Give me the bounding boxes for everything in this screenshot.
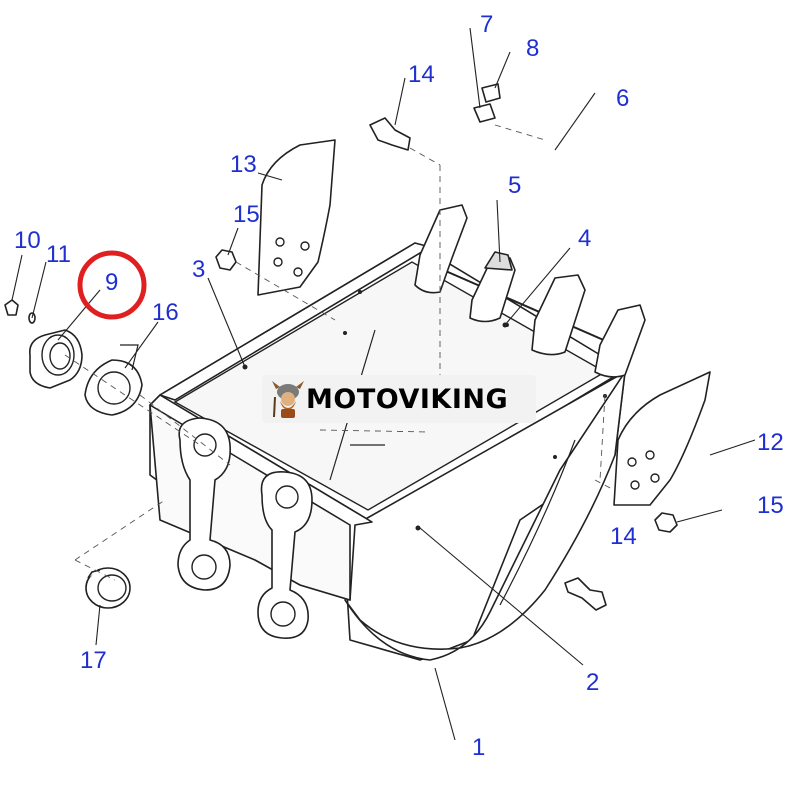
side-cutter-right	[613, 371, 711, 506]
bucket-lugs	[177, 417, 313, 639]
callout-14-top: 14	[408, 61, 435, 88]
callout-13: 13	[230, 151, 257, 178]
callout-7: 7	[480, 11, 493, 38]
callout-9: 9	[105, 269, 118, 296]
bushing-part-9	[28, 329, 83, 389]
callout-14-bottom: 14	[610, 523, 637, 550]
callout-6: 6	[616, 85, 629, 112]
callout-4: 4	[578, 225, 591, 252]
callout-17: 17	[80, 647, 107, 674]
callout-2: 2	[586, 669, 599, 696]
brand-name: MOTOVIKING	[306, 383, 509, 415]
callout-3: 3	[192, 256, 205, 283]
callout-1: 1	[472, 734, 485, 761]
boss-part-17	[85, 567, 131, 609]
teeth-assembly	[414, 204, 646, 378]
callout-5: 5	[508, 172, 521, 199]
highlight-circle	[77, 250, 147, 320]
viking-mascot-icon	[272, 381, 304, 418]
callout-12: 12	[757, 429, 784, 456]
callout-numbers: 1 2 3 4 5 6 7 8 9 10 11 12 13 14 14 15 1…	[14, 11, 784, 761]
callout-15-right: 15	[757, 492, 784, 519]
callout-11: 11	[46, 241, 71, 268]
fasteners	[4, 83, 678, 611]
callout-8: 8	[526, 35, 539, 62]
callout-16: 16	[152, 299, 179, 326]
brand-logo: MOTOVIKING	[262, 375, 536, 423]
callout-10: 10	[14, 227, 41, 254]
leader-lines	[11, 27, 756, 741]
side-cutter-left	[257, 139, 336, 296]
callout-15-left: 15	[233, 201, 260, 228]
